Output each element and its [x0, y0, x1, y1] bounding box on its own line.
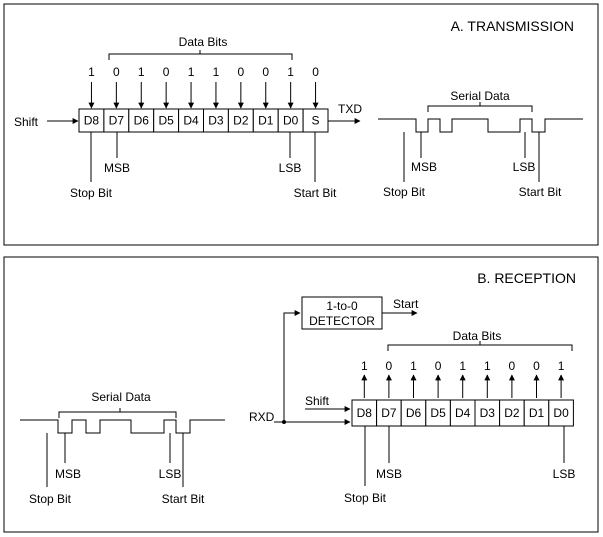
- tx-shift-register: D8 D7 D6 D5 D4 D3 D2 D1 D0 S: [78, 108, 329, 133]
- tx-bit-value: 1: [138, 65, 145, 79]
- tx-stop-bit-label: Stop Bit: [70, 186, 113, 200]
- rxd-to-detector-line: [283, 310, 301, 422]
- tx-cell-label: D2: [233, 114, 249, 128]
- rx-bit-value: 1: [361, 359, 368, 373]
- rx-serial-data-label: Serial Data: [91, 390, 151, 404]
- txd-label: TXD: [338, 102, 362, 116]
- tx-serial-data-label: Serial Data: [450, 89, 510, 103]
- rxd-label: RXD: [249, 410, 275, 424]
- rx-msb-label: MSB: [376, 467, 402, 481]
- tx-cell-label: D8: [84, 114, 100, 128]
- rx-bit-values: 1 0 1 0 1 1 0 0 1: [361, 359, 565, 398]
- rx-cell-label: D0: [553, 406, 569, 420]
- rx-bit-value: 0: [533, 359, 540, 373]
- rx-cell-box: [523, 399, 550, 427]
- tx-bit-value: 0: [262, 65, 269, 79]
- tx-cell-label: D4: [183, 114, 199, 128]
- rx-bit-value: 1: [484, 359, 491, 373]
- tx-bit-value: 0: [312, 65, 319, 79]
- rx-cell-box: [474, 399, 501, 427]
- rx-serial-msb-label: MSB: [55, 467, 81, 481]
- rx-serial-lsb-label: LSB: [159, 467, 182, 481]
- rx-cell-box: [376, 399, 402, 427]
- tx-serial-waveform: [378, 118, 583, 133]
- rx-cell-box: [400, 399, 427, 427]
- tx-serial-msb-label: MSB: [411, 160, 437, 174]
- rx-cell-label: D1: [529, 406, 545, 420]
- tx-cell-label: S: [312, 114, 320, 128]
- detector-label-line2: DETECTOR: [309, 314, 375, 328]
- tx-cell-label: D7: [109, 114, 125, 128]
- rx-shift-register: D8 D7 D6 D5 D4 D3 D2 D1 D0: [351, 399, 574, 427]
- rx-serial-stop-bit-label: Stop Bit: [29, 492, 72, 506]
- tx-serial-brace: [427, 105, 533, 112]
- tx-bit-value: 1: [213, 65, 220, 79]
- rx-cell-box: [449, 399, 476, 427]
- rx-bit-value: 1: [558, 359, 565, 373]
- tx-bit-value: 0: [238, 65, 245, 79]
- tx-lsb-label: LSB: [279, 161, 302, 175]
- rx-bit-value: 1: [410, 359, 417, 373]
- tx-serial-start-bit-label: Start Bit: [519, 185, 562, 199]
- tx-bit-value: 0: [163, 65, 170, 79]
- tx-bit-value: 1: [287, 65, 294, 79]
- rx-cell-label: D6: [406, 406, 422, 420]
- rx-cell-label: D5: [430, 406, 446, 420]
- tx-bit-value: 0: [113, 65, 120, 79]
- rx-shift-label: Shift: [305, 394, 330, 408]
- rx-lsb-label: LSB: [553, 467, 576, 481]
- rx-cell-label: D3: [480, 406, 496, 420]
- start-label: Start: [393, 297, 419, 311]
- tx-serial-stop-bit-label: Stop Bit: [383, 185, 426, 199]
- tx-data-bits-brace: [108, 53, 293, 60]
- transmission-title: A. TRANSMISSION: [451, 18, 574, 34]
- rx-serial-start-bit-label: Start Bit: [162, 492, 205, 506]
- tx-cell-label: D0: [283, 114, 299, 128]
- tx-data-bits-label: Data Bits: [179, 35, 228, 49]
- tx-bit-value: 1: [188, 65, 195, 79]
- reception-title: B. RECEPTION: [477, 270, 576, 286]
- rx-cell-label: D8: [357, 406, 373, 420]
- rx-bit-value: 1: [459, 359, 466, 373]
- detector-label-line1: 1-to-0: [326, 299, 358, 313]
- rx-serial-waveform: [20, 419, 225, 434]
- tx-cell-label: D5: [158, 114, 174, 128]
- rx-bit-value: 0: [435, 359, 442, 373]
- tx-msb-label: MSB: [104, 161, 130, 175]
- reception-panel: B. RECEPTION 1-to-0 DETECTOR Start RXD S…: [3, 256, 599, 533]
- rx-cell-box: [548, 399, 574, 427]
- rx-serial-brace: [58, 411, 177, 418]
- rx-cell-label: D7: [381, 406, 397, 420]
- tx-cell-label: D3: [208, 114, 224, 128]
- transmission-frame: [3, 3, 599, 246]
- tx-bit-values: 1 0 1 0 1 1 0 0 1 0: [88, 65, 319, 109]
- rx-bit-value: 0: [509, 359, 516, 373]
- rx-data-bits-label: Data Bits: [453, 329, 502, 343]
- tx-shift-label: Shift: [14, 115, 39, 129]
- tx-cell-label: D6: [134, 114, 150, 128]
- tx-serial-lsb-label: LSB: [513, 160, 536, 174]
- tx-cell-label: D1: [258, 114, 274, 128]
- rx-bit-value: 0: [386, 359, 393, 373]
- rx-cell-label: D4: [455, 406, 471, 420]
- tx-bit-value: 1: [88, 65, 95, 79]
- rx-cell-box: [425, 399, 451, 427]
- reception-frame: [3, 256, 599, 533]
- rx-stop-bit-label: Stop Bit: [344, 491, 387, 505]
- tx-start-bit-label: Start Bit: [294, 186, 337, 200]
- rx-cell-label: D2: [504, 406, 520, 420]
- rx-data-bits-brace: [387, 344, 573, 351]
